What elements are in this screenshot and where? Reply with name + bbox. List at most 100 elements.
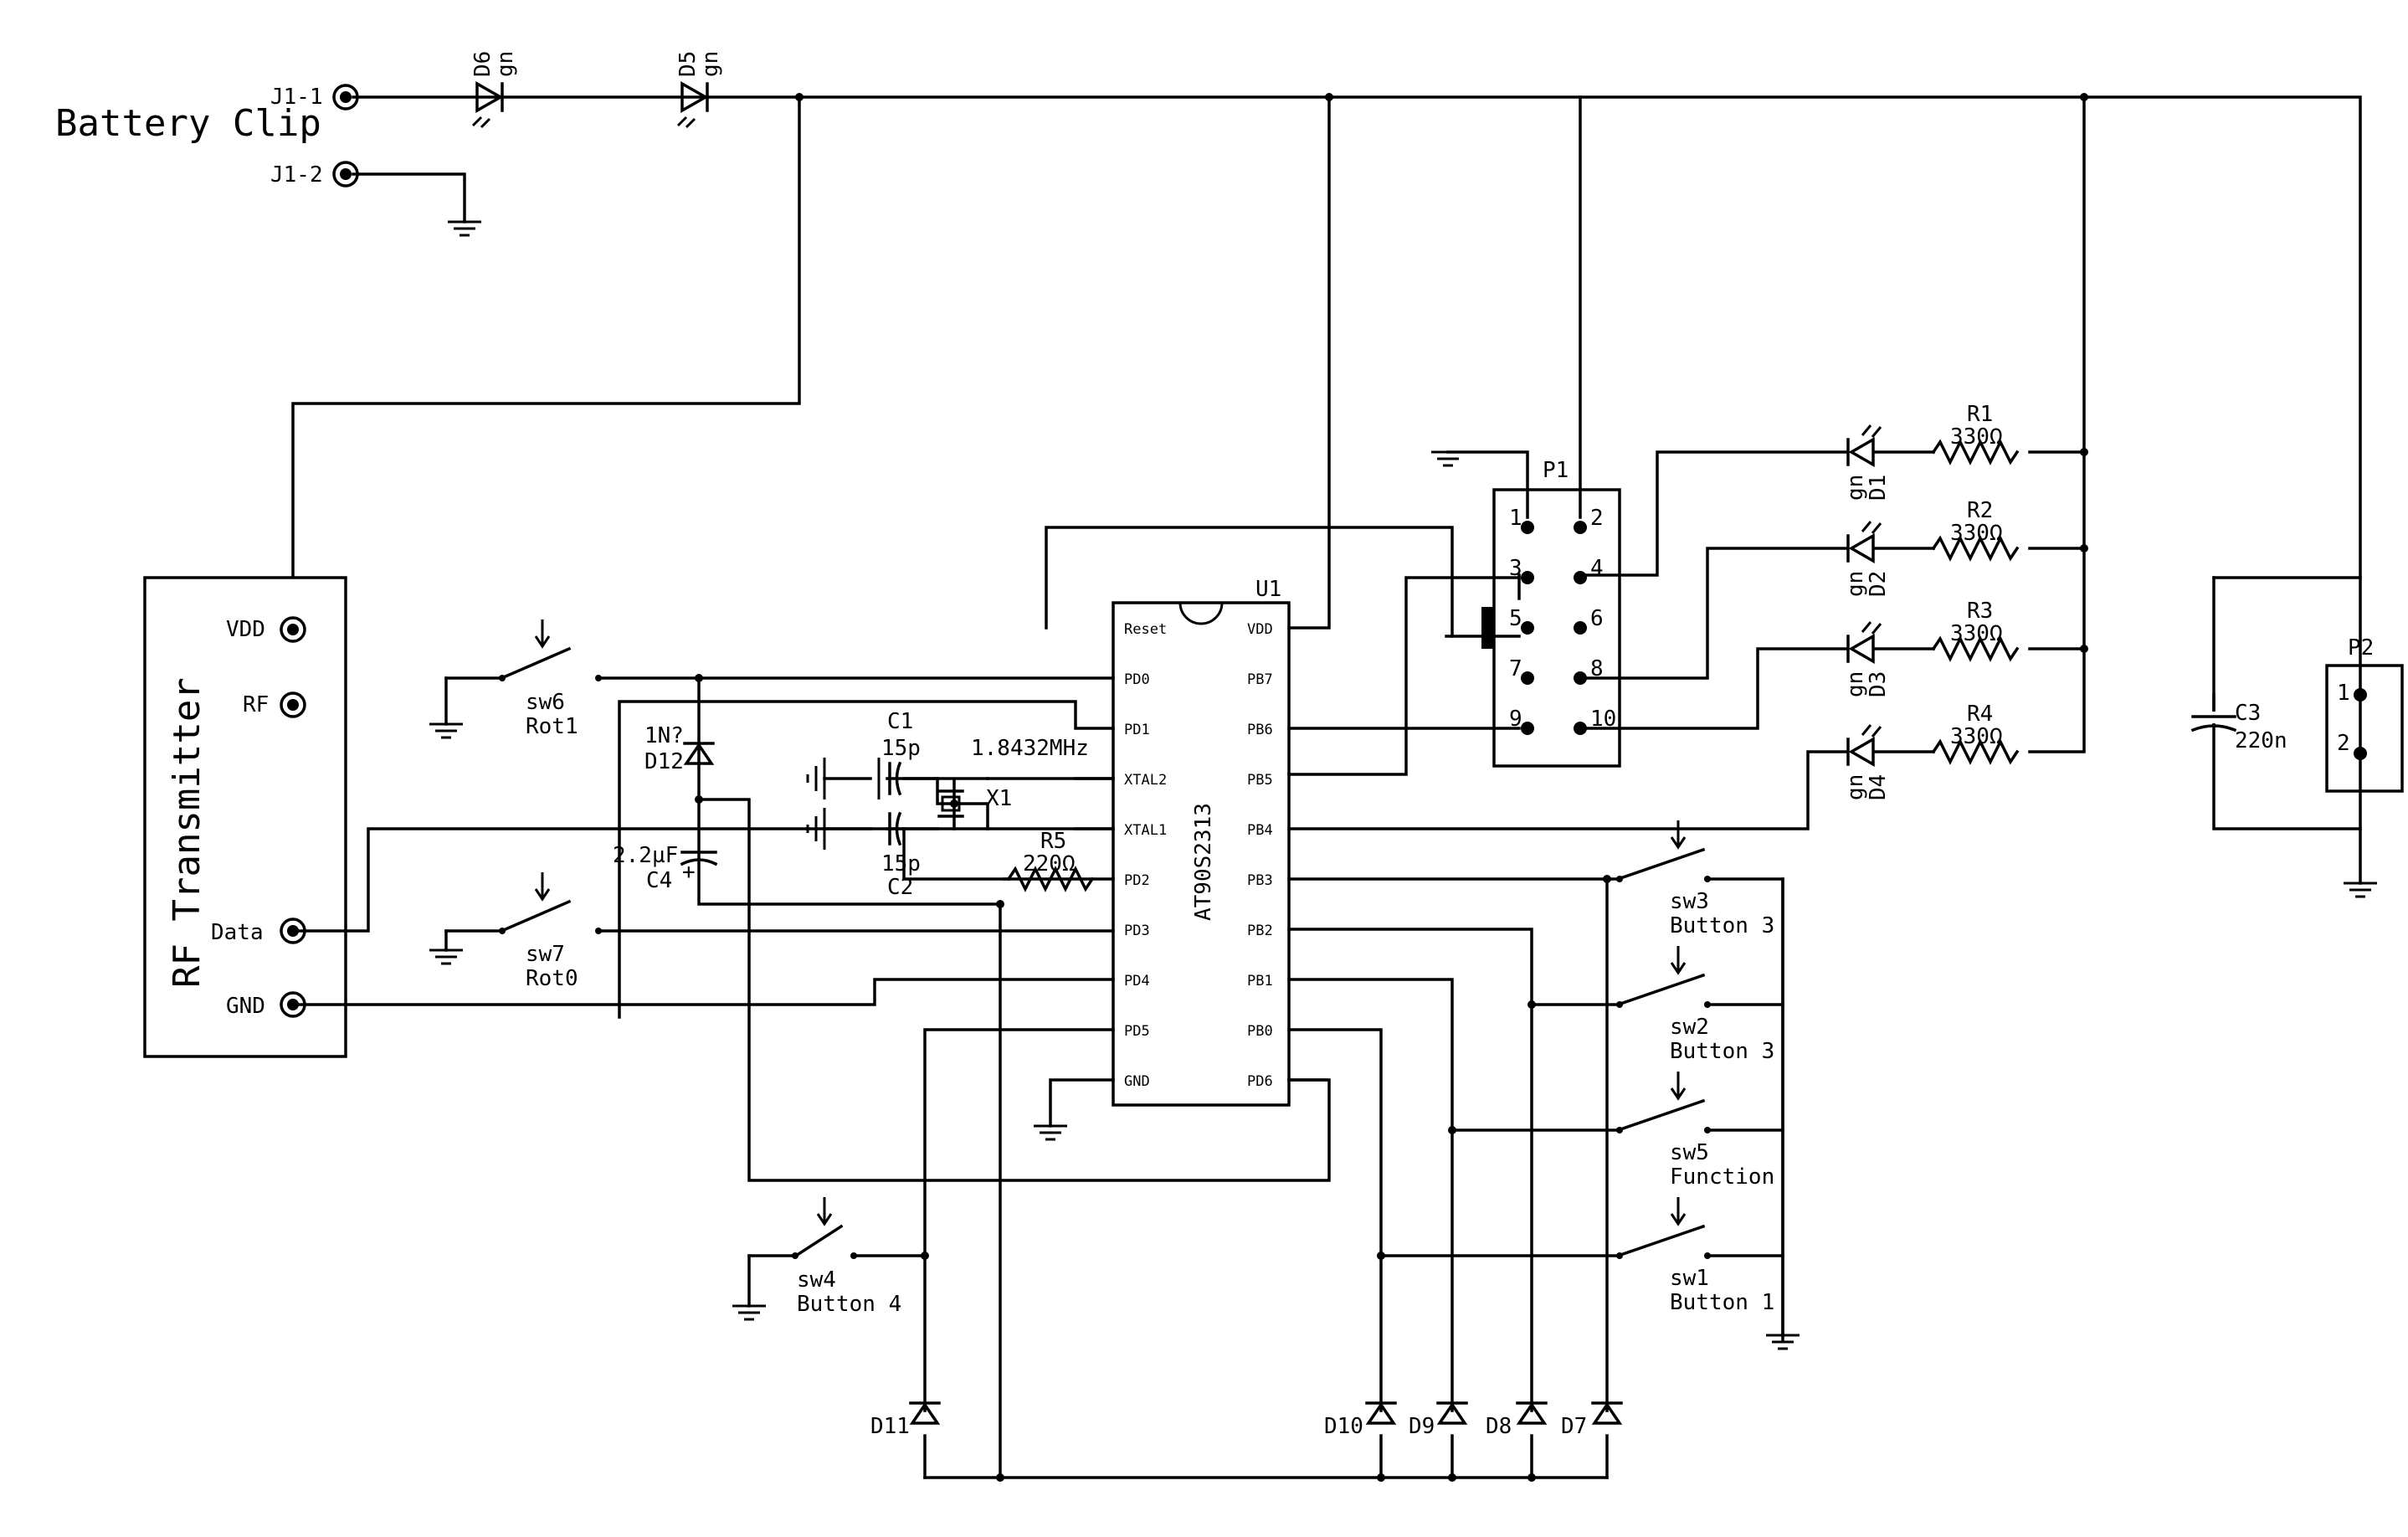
mcu-pin-xtal1: XTAL1 (1124, 822, 1167, 839)
p1-ref: P1 (1543, 458, 1569, 483)
p1-pin-4: 4 (1590, 556, 1604, 581)
d12-ref: D12 (644, 749, 684, 774)
rf-data-terminal (280, 918, 306, 944)
sw2-icon (1616, 946, 1711, 1008)
sw6-ref: sw6 (526, 690, 565, 715)
c2-ref: C2 (887, 875, 913, 900)
sw7-ref: sw7 (526, 942, 565, 967)
sw7-name: Rot0 (526, 966, 578, 991)
c1-icon (888, 761, 902, 796)
mcu-pin-pb3: PB3 (1247, 872, 1273, 889)
mcu-notch (1178, 602, 1224, 625)
p2-pin-2: 2 (2337, 731, 2350, 756)
switches: sw6 Rot1 sw7 Rot0 sw4 Button 4 sw3 Butto… (499, 619, 1774, 1317)
c2-icon (888, 811, 902, 846)
mcu-pin-pd4: PD4 (1124, 973, 1150, 990)
r5-ref: R5 (1040, 829, 1066, 854)
sw2-ref: sw2 (1670, 1015, 1709, 1040)
rf-transmitter: RF Transmitter VDD RF Data GND (143, 576, 347, 1058)
p1-pin-1: 1 (1509, 506, 1522, 531)
p1-pin-dots (1521, 521, 1587, 735)
mcu-pin-pd2: PD2 (1124, 872, 1150, 889)
sw1-name: Button 1 (1670, 1290, 1774, 1315)
d2-led-icon (1846, 521, 1882, 564)
j1-1-terminal-dot (340, 91, 352, 103)
d1-color: gn (1843, 475, 1868, 501)
d4-color: gn (1843, 774, 1868, 800)
d5-color: gn (698, 51, 723, 77)
j1-1-label: J1-1 (270, 85, 323, 110)
d1-led-icon (1846, 424, 1882, 468)
mcu-body (1112, 601, 1291, 1107)
mcu-pin-pd3: PD3 (1124, 923, 1150, 939)
d11-ref: D11 (870, 1414, 910, 1439)
r4-icon (1931, 738, 2020, 765)
resistor-r5: R5 220Ω (1006, 829, 1095, 892)
d8-diode-icon (1516, 1401, 1548, 1425)
c4-plus: + (682, 860, 696, 885)
d12-c4: 1N? D12 2.2µF C4 + (613, 723, 718, 893)
sw4-icon (792, 1197, 857, 1259)
c3-ref: C3 (2235, 701, 2261, 726)
sw5-ref: sw5 (1670, 1140, 1709, 1165)
p1-pin-2: 2 (1590, 506, 1604, 531)
c4-icon (680, 851, 718, 866)
p1-pin-7: 7 (1509, 656, 1522, 681)
sw7-icon (499, 872, 602, 934)
sw2-name: Button 3 (1670, 1039, 1774, 1064)
d5-led-icon (676, 80, 709, 129)
mcu-pin-pb2: PB2 (1247, 923, 1273, 939)
crystal-x1-icon (937, 789, 964, 818)
mcu-pin-pb4: PB4 (1247, 822, 1273, 839)
j1-2-label: J1-2 (270, 162, 323, 188)
mcu-pin-pb1: PB1 (1247, 973, 1273, 990)
d6-ref: D6 (470, 51, 495, 77)
mcu-pin-vdd: VDD (1247, 621, 1273, 638)
r1-icon (1931, 439, 2020, 465)
sw1-icon (1616, 1197, 1711, 1259)
rf-transmitter-box (143, 576, 347, 1058)
j1-2-terminal-dot (340, 168, 352, 180)
d4-ref: D4 (1866, 774, 1891, 800)
rf-rf-terminal (280, 691, 306, 718)
r4-ref: R4 (1967, 702, 1993, 727)
mcu-pin-pb7: PB7 (1247, 671, 1273, 688)
p1-key (1481, 607, 1493, 649)
r5-value: 220Ω (1023, 851, 1076, 876)
rf-vdd-terminal (280, 616, 306, 643)
ground-symbols (429, 220, 2377, 1350)
p1-pin-6: 6 (1590, 606, 1604, 631)
x1-ref: X1 (986, 786, 1012, 811)
junction-dots (695, 93, 2088, 1482)
r2-icon (1931, 535, 2020, 562)
p2-body (2325, 664, 2404, 793)
j1-1-terminal (332, 84, 359, 111)
r2-value: 330Ω (1950, 521, 2003, 546)
top-leds: D6 gn D5 gn (470, 51, 723, 129)
battery-clip: Battery Clip J1-1 J1-2 (55, 84, 359, 188)
bottom-diodes: D11 D10 D9 D8 D7 (870, 1401, 1623, 1439)
sw1-ref: sw1 (1670, 1266, 1709, 1291)
mcu-part: AT90S2313 (1191, 803, 1216, 921)
d6-led-icon (471, 80, 504, 129)
r3-icon (1931, 635, 2020, 662)
r4-value: 330Ω (1950, 724, 2003, 749)
c4-value: 2.2µF (613, 843, 678, 868)
rf-pin-rf: RF (243, 692, 269, 717)
d1-ref: D1 (1866, 475, 1891, 501)
d3-ref: D3 (1866, 671, 1891, 697)
rf-pin-gnd: GND (226, 994, 265, 1019)
c1-value: 15p (881, 736, 921, 761)
d10-ref: D10 (1324, 1414, 1363, 1439)
d7-ref: D7 (1561, 1414, 1587, 1439)
d5-ref: D5 (675, 51, 701, 77)
led-resistor-bank: gn D1 R1 330Ω gn D2 R2 330Ω gn D3 R3 330… (1843, 402, 2020, 800)
mcu-pin-pb0: PB0 (1247, 1023, 1273, 1040)
d11-diode-icon (909, 1401, 941, 1425)
d3-color: gn (1843, 671, 1868, 697)
p1-pin-8: 8 (1590, 656, 1604, 681)
sw5-icon (1616, 1072, 1711, 1133)
r1-ref: R1 (1967, 402, 1993, 427)
sw3-name: Button 3 (1670, 913, 1774, 938)
